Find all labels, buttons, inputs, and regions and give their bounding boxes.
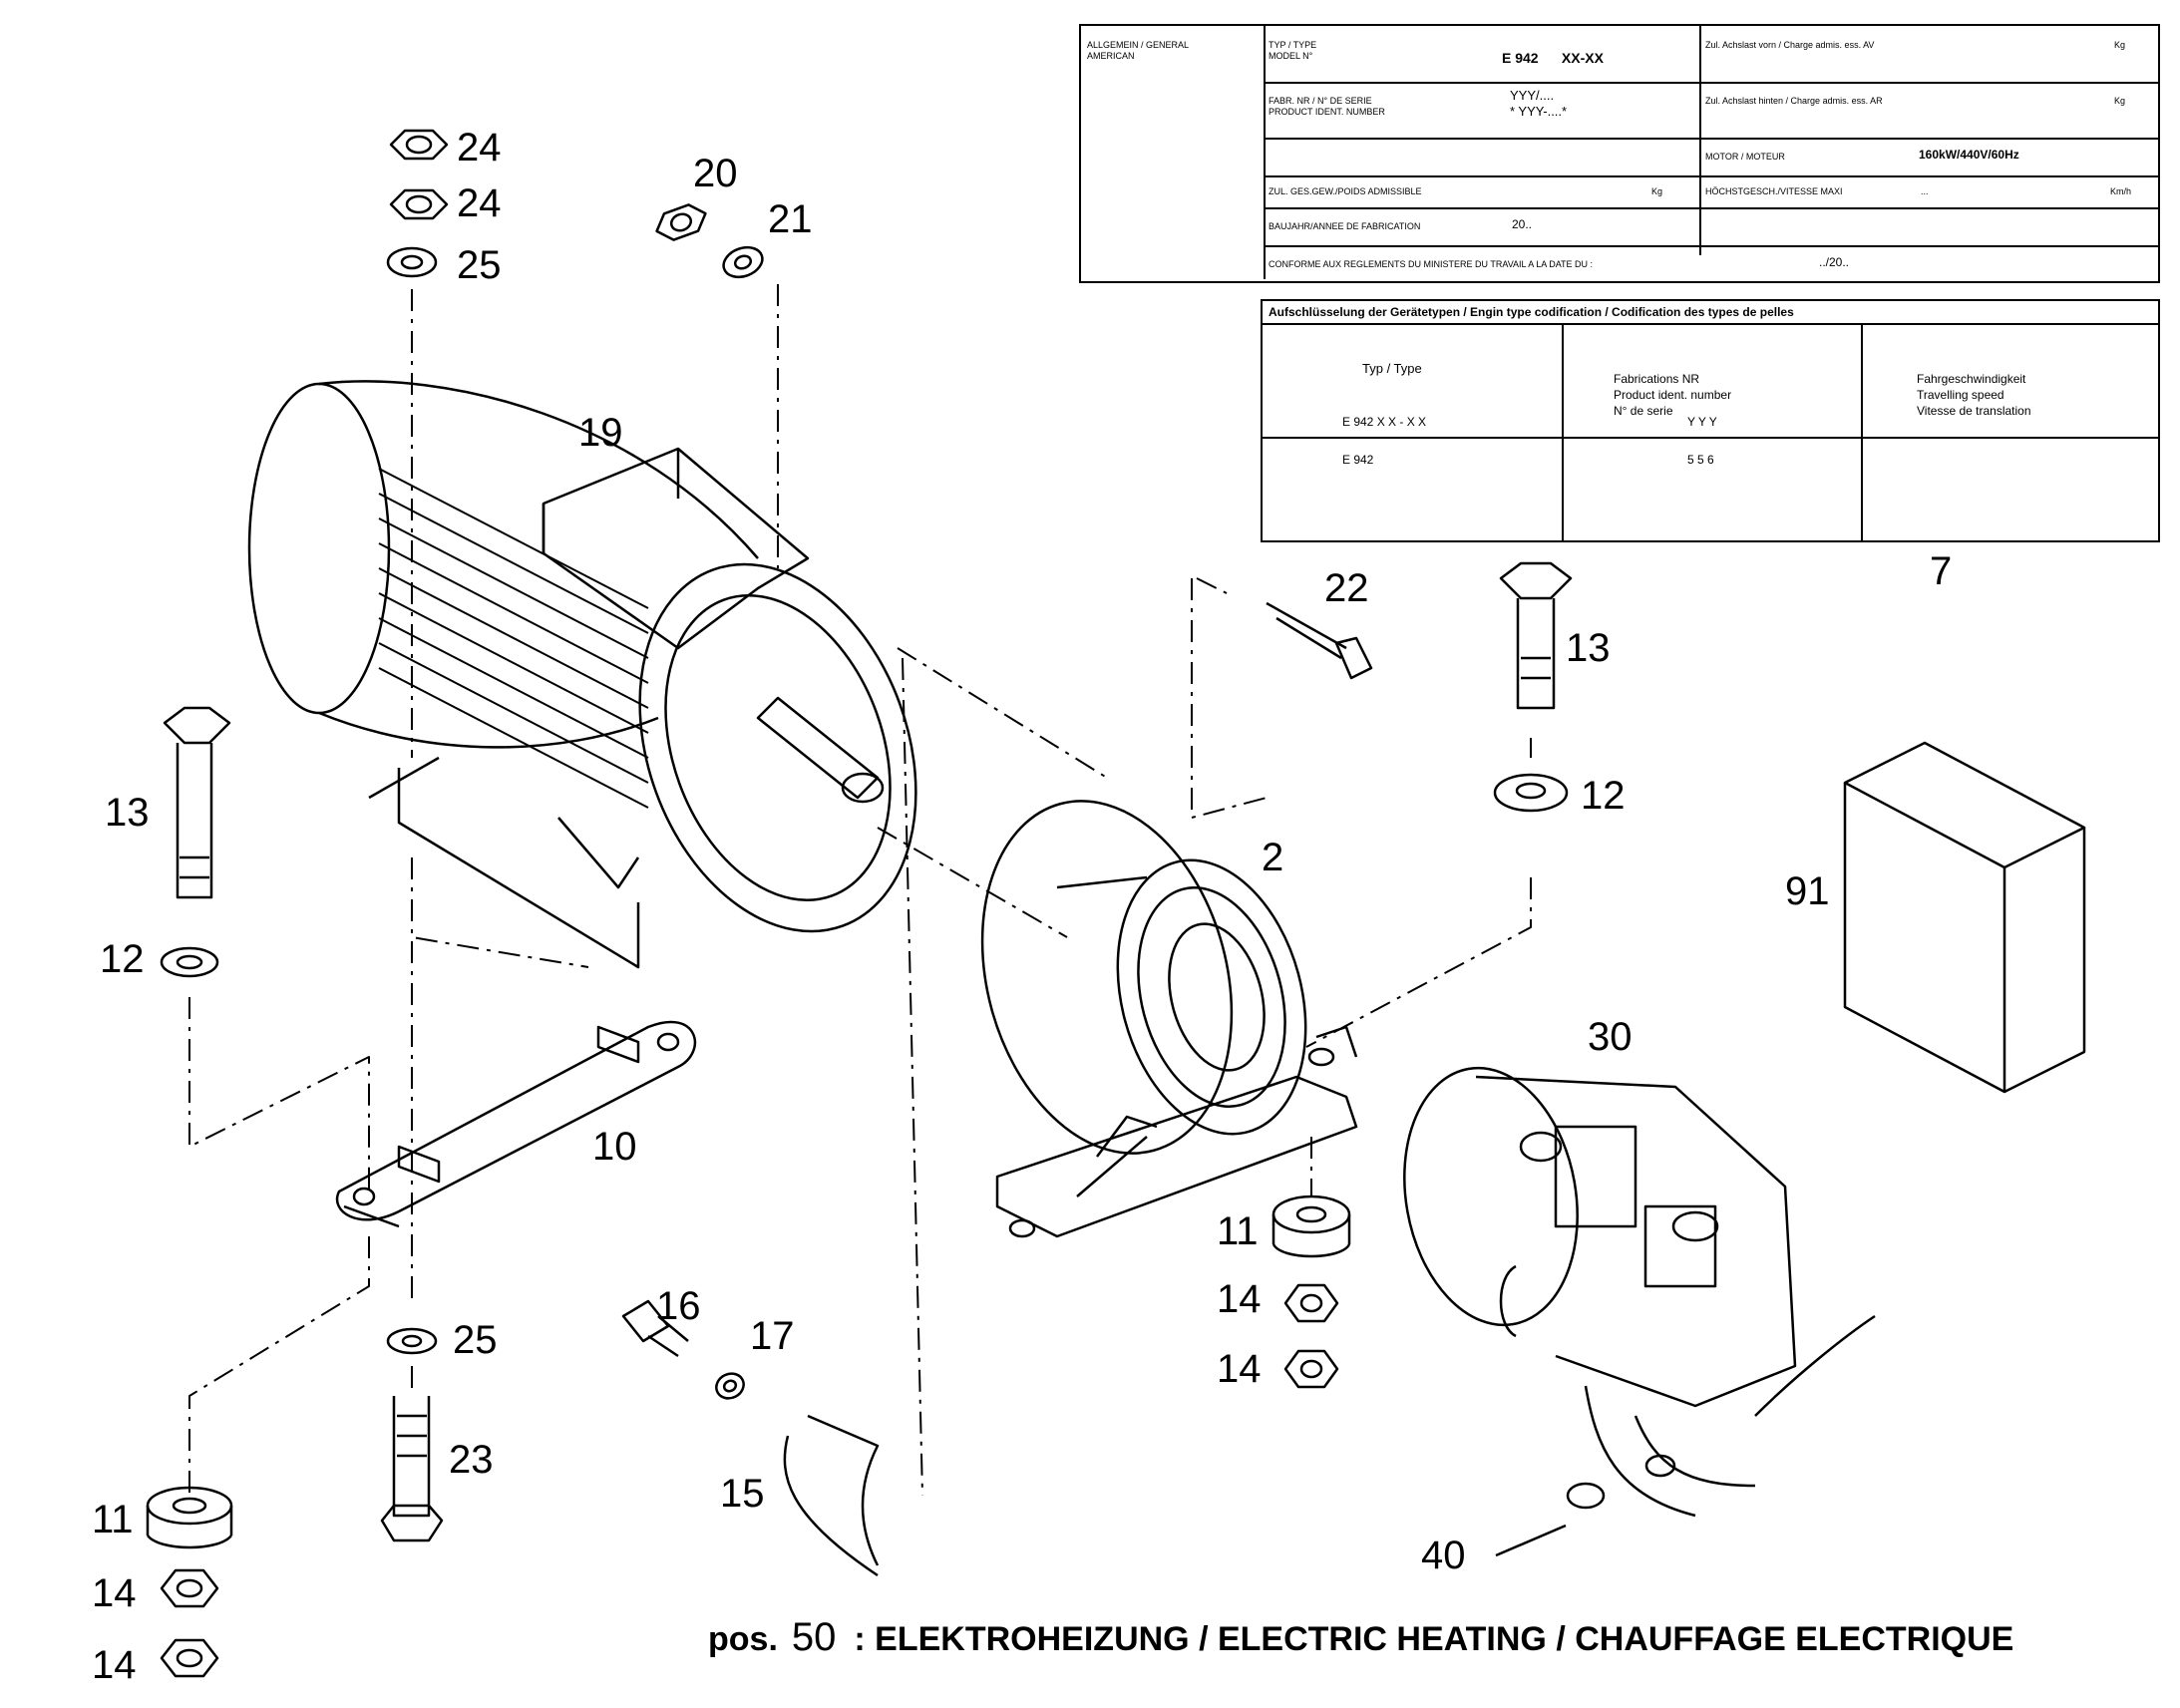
washer-icon (386, 1327, 438, 1355)
hex-bolt-icon (621, 1299, 689, 1358)
plate-general: ALLGEMEIN / GENERAL AMERICAN (1087, 40, 1190, 61)
plate-serial-value: YYY/.... * YYY-....* (1510, 88, 1568, 119)
washer-icon (146, 1486, 233, 1549)
plate-speed-unit: Km/h (2110, 186, 2132, 196)
hex-bolt-icon (1499, 561, 1573, 710)
codification-col1-title: Typ / Type (1362, 361, 1422, 376)
callout-label: 11 (1217, 1209, 1259, 1253)
hex-nut-icon (389, 188, 449, 220)
motor-flange-icon (980, 800, 1358, 1238)
plate-weight-label: ZUL. GES.GEW./POIDS ADMISSIBLE (1269, 186, 1422, 196)
callout-label: 24 (457, 126, 502, 170)
callout-label: 24 (457, 181, 502, 225)
hex-bolt-icon (1266, 601, 1373, 680)
plate-weight-unit: Kg (1651, 186, 1663, 196)
plate-motor-value: 160kW/440V/60Hz (1919, 148, 2019, 162)
codification-row-type: E 942 (1342, 453, 1374, 467)
callout-label: 12 (1581, 774, 1626, 818)
callout-label: 25 (453, 1318, 498, 1362)
callout-label: 19 (578, 411, 623, 455)
callout-label: 10 (592, 1125, 637, 1169)
electric-motor-icon (247, 380, 917, 969)
codification-col2-sub: Y Y Y (1687, 415, 1717, 429)
hex-nut-icon (655, 203, 707, 241)
callout-label: 13 (105, 791, 150, 835)
page-caption: pos. 50 : ELEKTROHEIZUNG / ELECTRIC HEATIN… (708, 1615, 2013, 1660)
callout-label: 16 (656, 1284, 701, 1328)
plate-axle-front-unit: Kg (2114, 40, 2126, 50)
plate-year-value: 20.. (1512, 217, 1533, 231)
callout-label: 7 (1930, 549, 1953, 593)
plate-conform-label: CONFORME AUX REGLEMENTS DU MINISTERE DU … (1269, 259, 1594, 269)
hex-nut-icon (1283, 1283, 1339, 1323)
nameplate-table: ALLGEMEIN / GENERAL AMERICAN TYP / TYPE … (1079, 24, 2160, 283)
plate-typ-value: E 942 XX-XX (1502, 50, 1604, 66)
assembly-dash-lines (188, 284, 1532, 1497)
cover-plate-icon (783, 1414, 880, 1577)
hex-nut-icon (1283, 1349, 1339, 1389)
codification-col1-sub: E 942 X X - X X (1342, 415, 1427, 429)
callout-label: 11 (92, 1498, 134, 1541)
callout-label: 14 (92, 1643, 137, 1687)
callout-label: 40 (1421, 1534, 1466, 1577)
hex-nut-icon (160, 1568, 219, 1608)
plate-conform-value: ../20.. (1819, 255, 1850, 269)
plate-speed-label: HÖCHSTGESCH./VITESSE MAXI (1705, 186, 1843, 196)
callout-label: 2 (1262, 836, 1284, 879)
caption-text: : ELEKTROHEIZUNG / ELECTRIC HEATING / CH… (854, 1620, 2014, 1658)
hex-bolt-icon (163, 706, 231, 899)
washer-icon (715, 1372, 745, 1400)
codification-header: Aufschlüsselung der Gerätetypen / Engin … (1269, 305, 1794, 319)
hydraulic-pump-icon (1403, 1066, 1876, 1557)
callout-label: 21 (768, 197, 813, 241)
callout-label: 20 (693, 152, 738, 195)
washer-icon (1493, 773, 1569, 813)
callout-label: 23 (449, 1438, 494, 1482)
plate-typ-label: TYP / TYPE MODEL N° (1269, 40, 1317, 61)
caption-number: 50 (791, 1615, 837, 1659)
codification-row-number: 5 5 6 (1687, 453, 1714, 467)
mounting-bracket-icon (335, 1020, 696, 1228)
plate-axle-rear: Zul. Achslast hinten / Charge admis. ess… (1705, 96, 1883, 106)
plate-serial-label: FABR. NR / N° DE SERIE PRODUCT IDENT. NU… (1269, 96, 1385, 117)
hex-nut-icon (389, 129, 449, 161)
washer-icon (1272, 1195, 1351, 1258)
washer-icon (722, 245, 764, 279)
plate-motor-label: MOTOR / MOTEUR (1705, 152, 1785, 162)
callout-label: 12 (100, 937, 145, 981)
plate-axle-rear-unit: Kg (2114, 96, 2126, 106)
caption-prefix: pos. (708, 1620, 778, 1658)
callout-label: 91 (1785, 869, 1830, 913)
codification-col2-title: Fabrications NR Product ident. number N°… (1614, 372, 1732, 418)
callout-label: 14 (1217, 1277, 1262, 1321)
plate-axle-front: Zul. Achslast vorn / Charge admis. ess. … (1705, 40, 1875, 50)
callout-label: 25 (457, 243, 502, 287)
washer-icon (386, 246, 438, 278)
callout-label: 14 (1217, 1347, 1262, 1391)
heater-box-icon (1843, 741, 2086, 1094)
hex-nut-icon (160, 1638, 219, 1678)
callout-label: 13 (1566, 626, 1611, 670)
plate-year-label: BAUJAHR/ANNEE DE FABRICATION (1269, 221, 1421, 231)
callout-label: 14 (92, 1571, 137, 1615)
plate-speed-value: ... (1921, 186, 1929, 196)
callout-label: 22 (1324, 566, 1369, 610)
hex-bolt-icon (380, 1396, 444, 1542)
codification-col3-title: Fahrgeschwindigkeit Travelling speed Vit… (1917, 372, 2031, 418)
callout-label: 30 (1588, 1015, 1633, 1059)
washer-icon (160, 946, 219, 978)
codification-table: Aufschlüsselung der Gerätetypen / Engin … (1261, 299, 2160, 542)
callout-label: 17 (750, 1314, 795, 1358)
callout-label: 15 (720, 1472, 765, 1516)
